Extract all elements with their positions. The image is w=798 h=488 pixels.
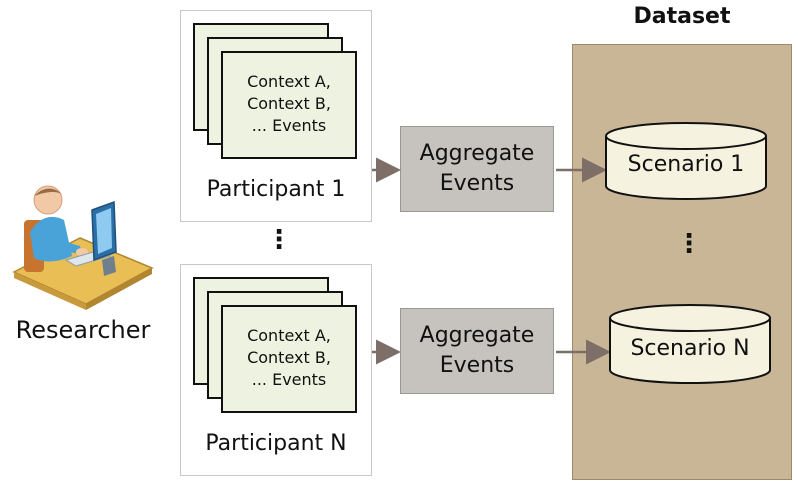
- dataset-title: Dataset: [633, 4, 731, 29]
- scenario-label: Scenario N: [630, 336, 750, 361]
- scenario-label: Scenario 1: [627, 152, 745, 177]
- card-line: Context B,: [247, 94, 331, 113]
- scenario-cylinder: [609, 304, 771, 384]
- participant-label: Participant N: [205, 431, 347, 456]
- context-card: Context A, Context B, ... Events: [221, 305, 357, 413]
- aggregate-line: Events: [439, 353, 515, 378]
- scenario-cylinder: [605, 122, 767, 200]
- participant-label: Participant 1: [206, 177, 346, 202]
- researcher-label: Researcher: [15, 316, 151, 344]
- card-line: Context B,: [247, 348, 331, 367]
- card-line: ... Events: [251, 116, 327, 135]
- aggregate-line: Aggregate: [419, 141, 535, 166]
- card-line: Context A,: [247, 72, 331, 91]
- aggregate-line: Events: [439, 171, 515, 196]
- context-card: Context A, Context B, ... Events: [221, 51, 357, 159]
- card-line: ... Events: [251, 370, 327, 389]
- aggregate-events-box: Aggregate Events: [400, 126, 554, 212]
- aggregate-events-box: Aggregate Events: [400, 308, 554, 394]
- dataset-panel: [572, 44, 792, 480]
- researcher-icon: [10, 180, 156, 312]
- ellipsis: ⋮: [676, 229, 702, 259]
- card-line: Context A,: [247, 326, 331, 345]
- aggregate-line: Aggregate: [419, 323, 535, 348]
- participant-panel: Context A, Context B, ... Events Partici…: [180, 10, 372, 222]
- participant-panel: Context A, Context B, ... Events Partici…: [180, 264, 372, 476]
